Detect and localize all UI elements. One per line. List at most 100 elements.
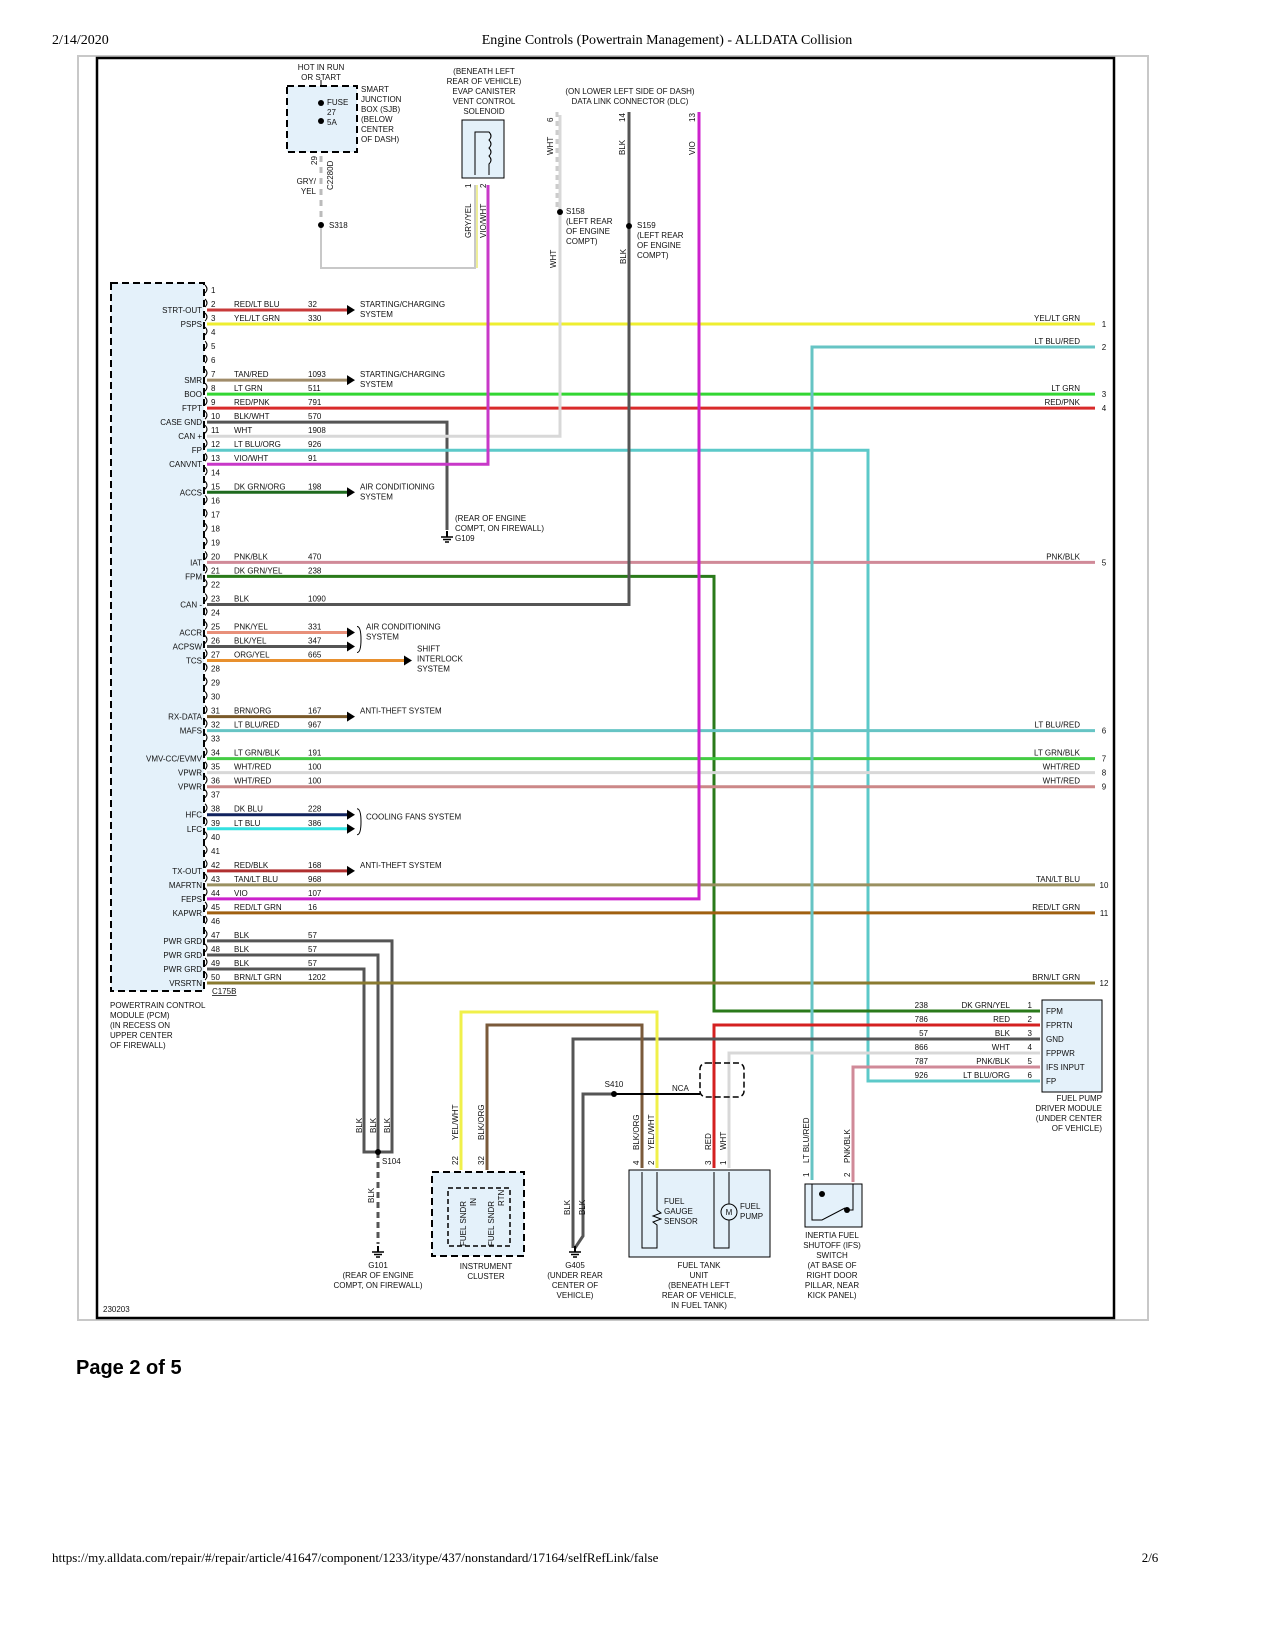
wire-color-label: RED	[993, 1015, 1010, 1024]
circuit-number: 168	[308, 861, 322, 870]
arrow-icon	[347, 627, 355, 638]
pin-number: 47	[211, 931, 220, 940]
wire-label: BLK	[383, 1117, 392, 1133]
circuit-number: 100	[308, 763, 322, 772]
fuel-pump-driver-module	[1041, 999, 1103, 1093]
pin-function-label: ACCS	[180, 488, 202, 497]
pin-terminal-icon	[204, 508, 208, 518]
pin-terminal-icon	[204, 761, 208, 771]
pin-terminal-icon	[204, 845, 208, 855]
pcm-label: (IN RECESS ON	[110, 1021, 170, 1030]
wire-color-label: WHT	[234, 426, 252, 435]
motor-symbol: M	[726, 1208, 733, 1217]
pin-number: 2	[1028, 1015, 1033, 1024]
wire-color-label: LT GRN	[234, 384, 263, 393]
dlc-pin: 13	[688, 113, 697, 122]
pin-function-label: CANVNT	[169, 460, 202, 469]
circuit-number: 926	[915, 1071, 929, 1080]
pcm-module	[110, 282, 205, 992]
pin-number: 12	[211, 440, 220, 449]
pin-terminal-icon	[204, 537, 208, 546]
circuit-number: 238	[308, 566, 322, 575]
circuit-number: 386	[308, 819, 322, 828]
fpdm-pin-function: GND	[1046, 1035, 1064, 1044]
pin-terminal-icon	[204, 396, 208, 406]
wire-pin-13	[207, 185, 490, 466]
pin-terminal-icon	[204, 691, 208, 700]
pin-number: 16	[211, 496, 220, 505]
pin-function-label: MAFRTN	[169, 881, 202, 890]
fuel-tank-label: FUEL TANK	[678, 1261, 722, 1270]
ifs-label: PILLAR, NEAR	[805, 1281, 859, 1290]
pin-number: 29	[211, 679, 220, 688]
wire-pin-23	[207, 115, 631, 606]
fpdm-pin-function: FPRTN	[1046, 1021, 1073, 1030]
fuel-tank-label: UNIT	[690, 1271, 709, 1280]
fuel-gauge-sensor-label: FUEL	[664, 1197, 685, 1206]
pin-function-label: ACCR	[179, 628, 202, 637]
edge-wire-label: PNK/BLK	[1046, 552, 1080, 561]
pin-number: 14	[211, 468, 220, 477]
system-destination-label: SYSTEM	[417, 665, 450, 674]
pin-number: 8	[211, 384, 216, 393]
pin-terminal-icon	[204, 719, 208, 728]
pin-terminal-icon	[204, 677, 208, 686]
pin-number: 48	[211, 945, 220, 954]
cluster-pin: 22	[451, 1156, 460, 1165]
edge-connection-number: 11	[1100, 909, 1109, 918]
pin-terminal-icon	[204, 929, 208, 939]
source-url[interactable]: https://my.alldata.com/repair/#/repair/a…	[52, 1550, 659, 1565]
circuit-number: 57	[308, 959, 317, 968]
circuit-number: 331	[308, 622, 322, 631]
wire-label: RED	[704, 1133, 713, 1150]
pcm-label: POWERTRAIN CONTROL	[110, 1001, 206, 1010]
sjb-wire-label: YEL	[301, 187, 317, 196]
ifs-label: KICK PANEL)	[807, 1291, 857, 1300]
pin-number: 15	[211, 482, 220, 491]
pin-number: 31	[211, 707, 220, 716]
wire-label: BLK	[563, 1199, 572, 1215]
pin-terminal-icon	[204, 803, 208, 813]
pin-number: 22	[211, 580, 220, 589]
wire-color-label: WHT/RED	[234, 777, 272, 786]
pin-number: 18	[211, 524, 220, 533]
edge-connection-number: 5	[1102, 558, 1107, 567]
wire-label: BLK	[369, 1117, 378, 1133]
fpdm-label: DRIVER MODULE	[1035, 1104, 1102, 1113]
splice-s410	[611, 1091, 617, 1097]
fpdm-pin-function: FPPWR	[1046, 1049, 1075, 1058]
pin-terminal-icon	[204, 326, 208, 336]
wire-color-label: DK GRN/YEL	[234, 566, 283, 575]
wire-label: YEL/WHT	[647, 1114, 656, 1150]
system-destination-label: AIR CONDITIONING	[366, 622, 441, 631]
wire-color-label: DK GRN/YEL	[962, 1001, 1011, 1010]
solenoid-wire-label: GRY/YEL	[464, 203, 473, 238]
pin-function-label: SMR	[184, 376, 202, 385]
pin-function-label: STRT-OUT	[162, 306, 202, 315]
fuel-gauge-sensor-label: SENSOR	[664, 1217, 698, 1226]
circuit-number: 786	[915, 1015, 929, 1024]
wire-color-label: VIO/WHT	[234, 454, 268, 463]
circuit-number: 1908	[308, 426, 326, 435]
wire-color-label: LT BLU/ORG	[963, 1071, 1010, 1080]
tank-pin: 2	[647, 1160, 656, 1165]
g109-label: (REAR OF ENGINE	[455, 514, 526, 523]
g101-label: G101	[368, 1261, 388, 1270]
circuit-number: 330	[308, 314, 322, 323]
g405-label: CENTER OF	[552, 1281, 598, 1290]
s158-label: (LEFT REAR	[566, 217, 613, 226]
pin-number: 19	[211, 538, 220, 547]
arrow-icon	[404, 655, 412, 666]
wire-pin-10	[207, 420, 449, 530]
solenoid-wire-label: VIO/WHT	[479, 204, 488, 238]
fpdm-pin-function: FPM	[1046, 1007, 1063, 1016]
pin-terminal-icon	[204, 635, 208, 644]
wire-wht-866	[727, 1051, 1040, 1168]
wire-label: BLK/ORG	[632, 1114, 641, 1150]
fuel-pump-label: PUMP	[740, 1212, 763, 1221]
cluster-input-label: FUEL SNDR	[487, 1201, 496, 1246]
pin-terminal-icon	[204, 354, 208, 364]
pin-number: 5	[1028, 1057, 1033, 1066]
dlc-wire-label: VIO	[688, 141, 697, 155]
